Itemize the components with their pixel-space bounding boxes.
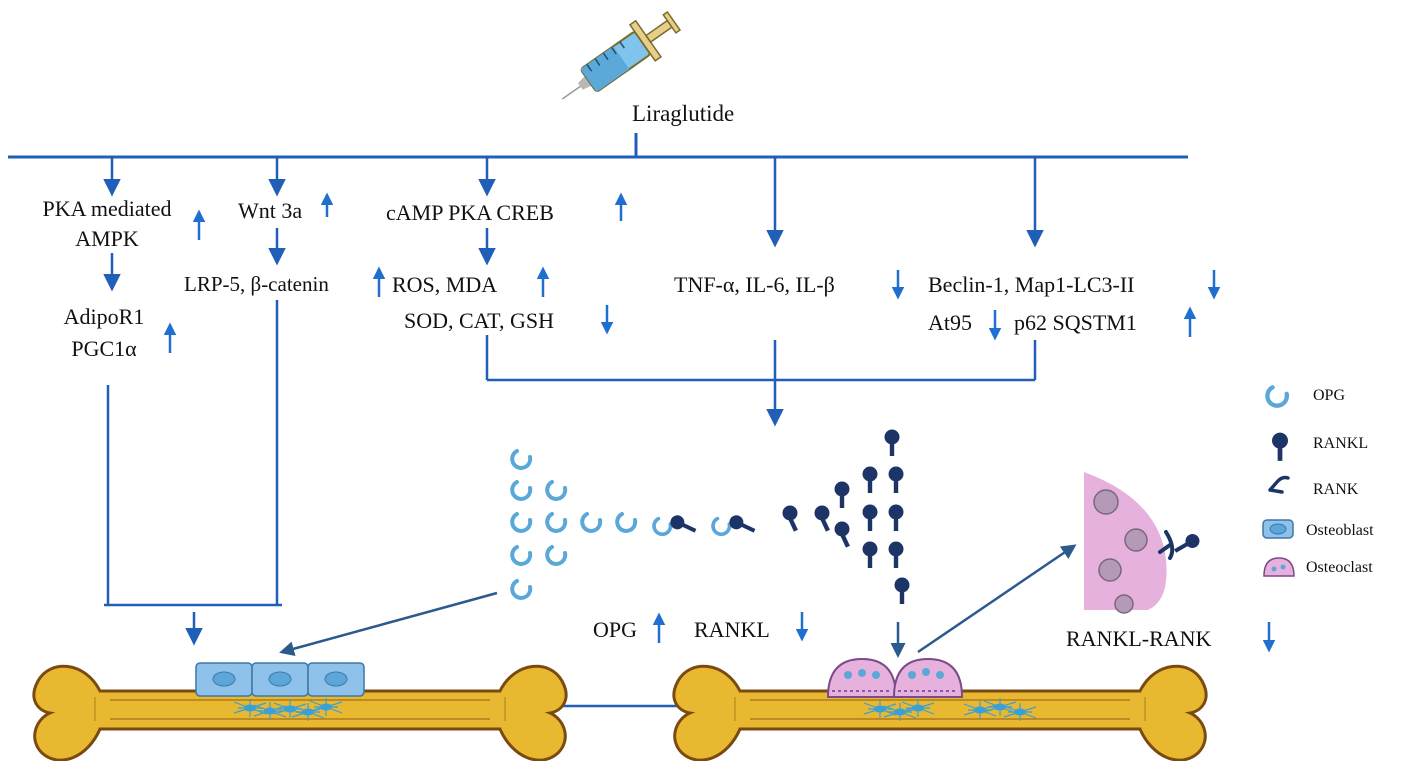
inflammation-label: TNF-α, IL-6, IL-β <box>674 272 835 297</box>
at95-label: At95 <box>928 310 972 335</box>
legend-osteoblast-label: Osteoblast <box>1306 522 1374 539</box>
lrp5-label: LRP-5, β-catenin <box>184 272 329 296</box>
opg-cluster <box>510 449 638 600</box>
legend-opg-label: OPG <box>1313 387 1346 404</box>
rankl-outcome-label: RANKL <box>694 617 770 642</box>
osteoblast-layer <box>195 662 365 697</box>
osteoclast-layer <box>826 657 964 698</box>
pathway-arrows <box>103 157 1044 708</box>
effect-arrows <box>279 544 1077 658</box>
legend-rank-label: RANK <box>1313 481 1359 498</box>
osteoclast-cell <box>1084 472 1200 614</box>
wnt-label: Wnt 3a <box>238 198 303 223</box>
p62-label: p62 SQSTM1 <box>1014 310 1137 335</box>
ros-label: ROS, MDA <box>392 272 498 297</box>
main-branch-lines <box>8 133 1188 159</box>
sod-label: SOD, CAT, GSH <box>404 308 554 333</box>
pka-label-line2: AMPK <box>75 226 139 251</box>
camp-label: cAMP PKA CREB <box>386 200 554 225</box>
rankl-rank-label: RANKL-RANK <box>1066 626 1212 651</box>
opg-rankl-complex <box>652 515 756 537</box>
legend-rankl-label: RANKL <box>1313 435 1369 452</box>
bone-right <box>672 657 1208 761</box>
pgc1a-label: PGC1α <box>71 336 137 361</box>
drug-name: Liraglutide <box>632 101 735 126</box>
pka-label-line1: PKA mediated <box>42 196 172 221</box>
syringe-icon <box>561 10 682 100</box>
legend-icons <box>1262 387 1295 577</box>
rankl-cluster <box>782 429 910 604</box>
beclin-label: Beclin-1, Map1-LC3-II <box>928 272 1135 297</box>
adipor1-label: AdipoR1 <box>63 304 145 329</box>
change-indicators <box>163 192 1276 653</box>
bone-left <box>32 662 568 761</box>
legend-osteoclast-label: Osteoclast <box>1306 559 1373 576</box>
opg-outcome-label: OPG <box>593 617 638 642</box>
